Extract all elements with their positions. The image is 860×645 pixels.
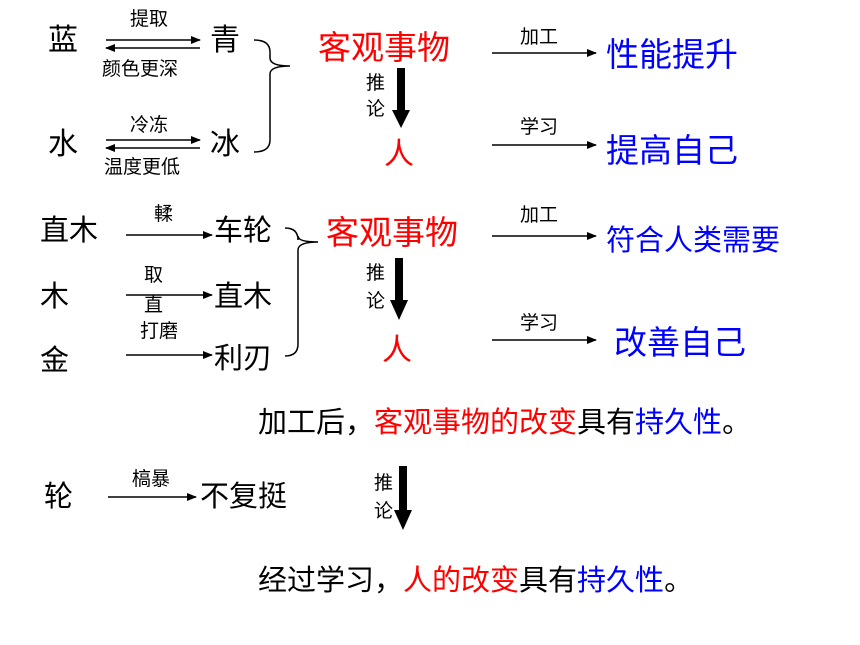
jiagong-label-1: 加工: [520, 26, 559, 48]
better-self: 改善自己: [614, 323, 746, 362]
damo-label: 打磨: [140, 320, 179, 342]
lengdong-label: 冷冻: [130, 114, 169, 136]
objective-things-2: 客观事物: [326, 213, 458, 252]
zhimu-label: 直木: [40, 213, 99, 247]
jin-label: 金: [40, 343, 70, 377]
conclusion-1-part2: 客观事物的改变: [374, 405, 578, 439]
shui-label: 水: [48, 127, 78, 162]
conclusion-2-part1: 经过学习，: [258, 563, 404, 597]
brace-section1: [253, 39, 291, 153]
chelun-label: 车轮: [214, 213, 273, 247]
down-arrow-2: [390, 258, 408, 320]
tui-label-3: 推: [374, 472, 394, 494]
down-arrow-1: [392, 68, 410, 128]
meet-human-needs: 符合人类需要: [606, 223, 781, 257]
person-2: 人: [382, 333, 412, 368]
bing-label: 冰: [210, 127, 240, 162]
lun-label-3: 论: [374, 500, 394, 522]
qu-label: 取: [144, 264, 164, 286]
gaopu-label: 槁暴: [132, 468, 171, 490]
wendugengdi-label: 温度更低: [104, 156, 181, 178]
xuexi-label-2: 学习: [520, 312, 559, 334]
double-arrow-blue-qing: [105, 36, 201, 52]
improve-self: 提高自己: [606, 131, 738, 170]
double-arrow-water-ice: [105, 136, 201, 152]
jiagong-label-2: 加工: [520, 204, 559, 226]
conclusion-1: 加工后，客观事物的改变具有持久性。: [258, 408, 751, 437]
rou-label: 輮: [154, 203, 174, 225]
performance-improve: 性能提升: [606, 35, 738, 74]
tui-label-1: 推: [366, 72, 386, 94]
brace-section2: [284, 227, 319, 357]
zhimu2-label: 直木: [214, 279, 273, 313]
lun-label-2: 论: [366, 290, 386, 312]
yansegengshen-label: 颜色更深: [102, 58, 179, 80]
conclusion-1-part4: 持久性: [635, 405, 723, 439]
person-1: 人: [384, 137, 414, 172]
liren-label: 利刃: [214, 341, 273, 375]
conclusion-2-part4: 持久性: [577, 563, 665, 597]
conclusion-2-part5: 。: [664, 563, 694, 597]
conclusion-1-part1: 加工后，: [258, 405, 375, 439]
lun-label-1: 论: [366, 98, 386, 120]
mu-label: 木: [40, 279, 70, 313]
qing-label: 青: [210, 23, 240, 58]
conclusion-2-part3: 具有: [519, 563, 578, 597]
conclusion-1-part3: 具有: [577, 405, 636, 439]
tui-label-2: 推: [366, 262, 386, 284]
bufuting-label: 不复挺: [200, 479, 288, 513]
xuexi-label-1: 学习: [520, 116, 559, 138]
conclusion-1-part5: 。: [722, 405, 752, 439]
objective-things-1: 客观事物: [318, 28, 450, 67]
conclusion-2-part2: 人的改变: [403, 563, 520, 597]
down-arrow-3: [394, 466, 412, 530]
tiqu-label: 提取: [130, 8, 169, 30]
lun-wheel-label: 轮: [44, 479, 74, 513]
lan-label: 蓝: [48, 23, 78, 58]
conclusion-2: 经过学习，人的改变具有持久性。: [258, 566, 693, 595]
zhi-label: 直: [144, 294, 164, 316]
